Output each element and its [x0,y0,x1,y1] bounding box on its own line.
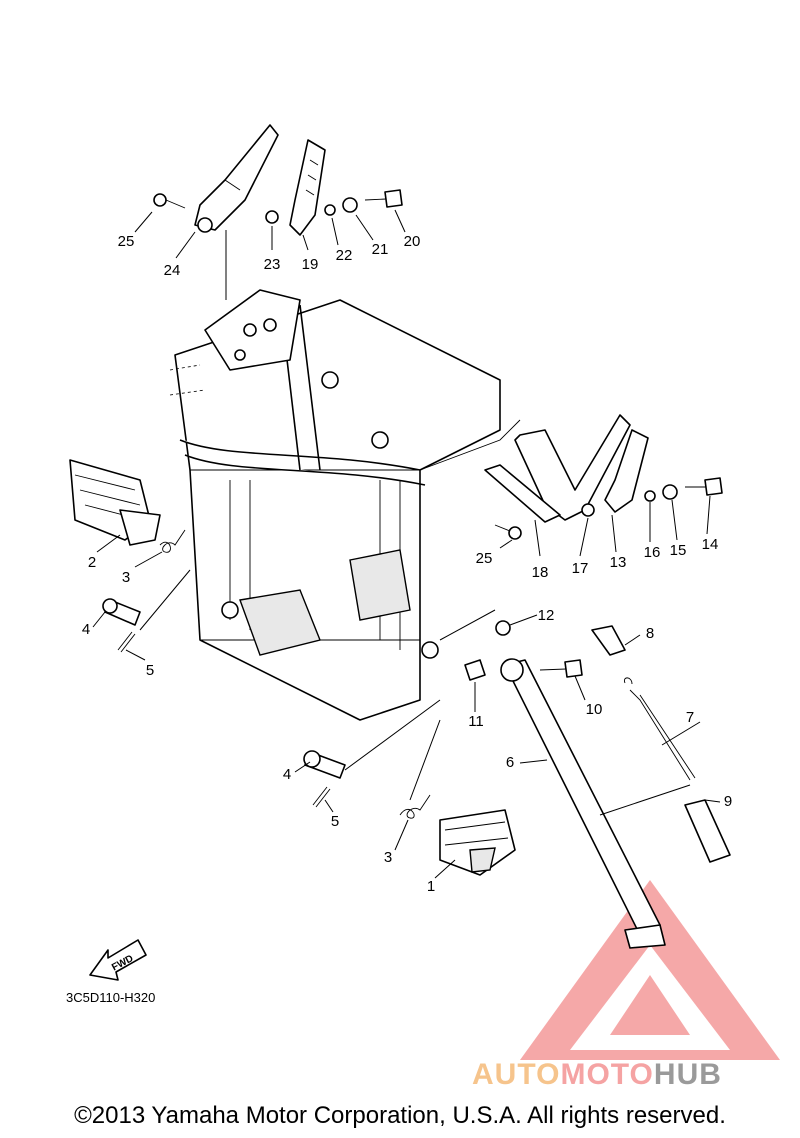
frame [169,289,521,721]
callout-12: 12 [538,607,555,624]
rear-footrest-bracket-left [194,124,279,233]
cotter-pin-left [117,631,136,653]
callout-25-top: 25 [118,233,135,250]
callout-10: 10 [586,701,603,718]
leader-lines [92,209,721,879]
watermark-text: AUTOMOTOHUB [472,1058,722,1092]
callout-8: 9 [724,793,732,810]
bolt-25-top [153,193,186,209]
callout-5-right: 5 [331,813,339,830]
callout-3-left: 3 [122,569,130,586]
callout-5-left: 5 [146,662,154,679]
watermark-part-moto: MOTO [560,1058,654,1091]
washer-23 [265,210,279,224]
diagram-code: 3C5D110-H320 [66,990,156,1005]
nut-11 [464,659,486,681]
rear-footrest-right [604,429,649,513]
watermark-part-hub: HUB [653,1058,722,1091]
callout-16: 16 [644,544,661,561]
sidestand [500,658,666,949]
pin-right [303,750,346,779]
collar-12 [495,620,511,636]
callout-6: 6 [506,754,514,771]
callout-2: 2 [88,554,96,571]
callout-25-right: 25 [476,550,493,567]
callout-7: 7 [686,709,694,726]
watermark-logo [520,880,780,1060]
fwd-arrow-icon: FWD [89,939,147,981]
watermark-part-auto: AUTO [472,1058,561,1091]
callout-23: 23 [264,256,281,273]
pin-left [102,598,141,626]
bolt-14 [685,477,723,496]
callout-20: 20 [404,233,421,250]
callout-24: 24 [164,262,181,279]
rear-footrest-bracket-right [484,414,631,523]
callout-13: 13 [610,554,627,571]
bolt-10 [539,659,583,678]
callout-4-left: 4 [82,621,90,638]
callout-4-right: 4 [283,766,291,783]
callout-labels: 25 24 23 19 22 21 20 25 18 17 13 16 15 1… [82,233,732,895]
washer-17 [581,503,595,517]
bolt-20 [364,189,403,208]
copyright-notice: ©2013 Yamaha Motor Corporation, U.S.A. A… [74,1102,726,1129]
washer-22 [324,204,336,216]
callout-19: 19 [302,256,319,273]
nut-15 [662,484,678,500]
callout-15: 15 [670,542,687,559]
callout-9: 8 [646,625,654,642]
washer-16 [644,490,656,502]
bolt-25-right [494,524,522,540]
callout-14: 14 [702,536,719,553]
callout-1: 1 [427,878,435,895]
tube-8 [684,799,731,863]
callout-11: 11 [468,713,484,730]
footrest-left [69,459,161,546]
callout-22: 22 [336,247,353,264]
spring-left [159,529,186,553]
footrest-right [439,809,516,876]
nut-21 [342,197,358,213]
rear-footrest-left [289,139,326,236]
cotter-pin-right [312,786,331,808]
spring-7 [624,677,696,781]
callout-17: 17 [572,560,589,577]
callout-18: 18 [532,564,549,581]
bracket-9 [591,625,626,656]
callout-3-right: 3 [384,849,392,866]
spring-right [399,794,431,819]
callout-21: 21 [372,241,389,258]
